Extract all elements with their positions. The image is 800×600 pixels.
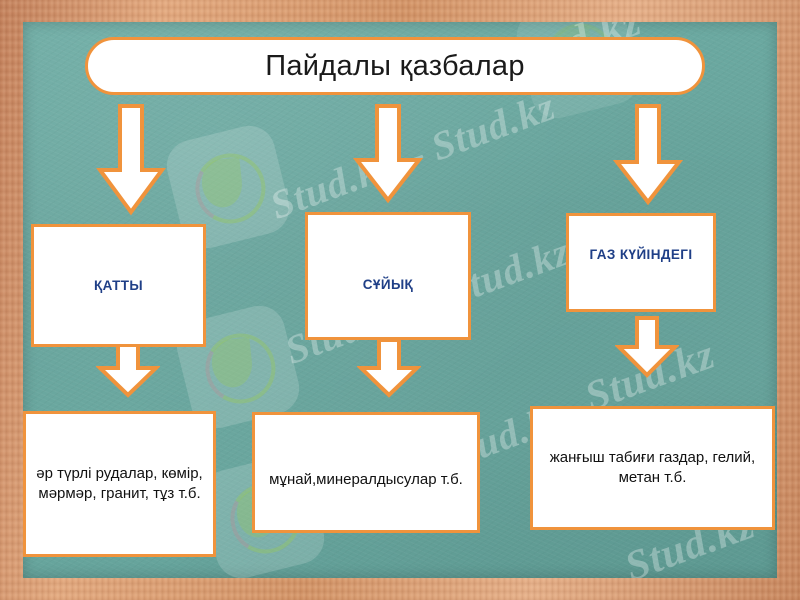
category-box-liquid[interactable]: СҰЙЫҚ [305,212,471,340]
chalkboard-surface: Stud.kz – Stud.kz Stud.kz Stud.kz – Stud… [23,22,777,578]
example-box-liquid[interactable]: мұнай,минералдысулар т.б. [252,412,480,533]
category-label: ГАЗ КҮЙІНДЕГІ [589,247,693,262]
category-box-gas[interactable]: ГАЗ КҮЙІНДЕГІ [566,213,716,312]
category-label: СҰЙЫҚ [362,276,414,292]
down-arrow-icon [353,104,423,204]
down-arrow-icon [613,104,683,206]
down-arrow-icon [615,316,679,378]
category-label: ҚАТТЫ [93,278,144,293]
example-box-gas[interactable]: жанғыш табиғи газдар, гелий, метан т.б. [530,406,775,530]
down-arrow-icon [96,340,160,398]
example-text: жанғыш табиғи газдар, гелий, метан т.б. [549,448,756,486]
page-title: Пайдалы қазбалар [265,49,525,82]
example-text: мұнай,минералдысулар т.б. [269,471,463,489]
down-arrow-icon [96,104,166,216]
title-pill: Пайдалы қазбалар [85,37,705,95]
example-box-solid[interactable]: әр түрлі рудалар, көмір, мәрмәр, гранит,… [23,411,216,557]
example-text: әр түрлі рудалар, көмір, мәрмәр, гранит,… [36,464,203,502]
down-arrow-icon [357,338,421,398]
category-box-solid[interactable]: ҚАТТЫ [31,224,206,347]
